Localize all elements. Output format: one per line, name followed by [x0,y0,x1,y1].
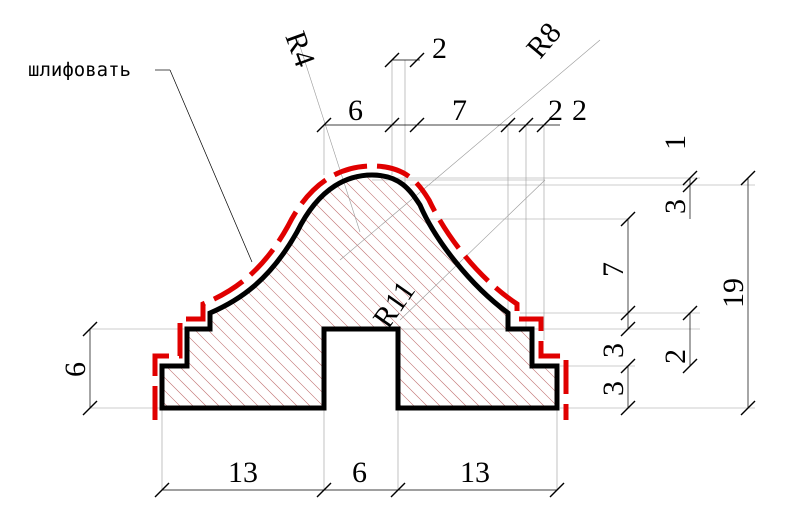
dim-top-2: 2 [432,32,447,65]
hatch-line [558,160,795,420]
part-contour [159,172,560,411]
radius-leaders [297,39,601,321]
radius-r4-label: R4 [278,27,321,71]
dim-top-6: 6 [348,94,363,127]
hatch-line [584,160,795,420]
hatch-line [162,175,273,408]
hatch-line [162,175,182,408]
note-leader [155,69,253,263]
hatch-line [162,175,234,408]
extension-lines [90,60,755,490]
dim-bottom-6: 6 [352,456,367,489]
hatch-line [162,175,247,408]
hatch-line [544,175,557,408]
dim-top-2a: 2 [548,94,563,127]
hatch-line [323,175,557,408]
dim-left-6: 6 [59,362,92,377]
dimension-lines [89,59,749,491]
dim-right-1: 1 [659,135,692,150]
hatch-line [753,160,795,420]
hatch-line [0,160,155,420]
dim-right-3b: 3 [597,343,630,358]
hatch-line [310,175,557,408]
dim-bottom-13a: 13 [228,456,258,489]
hatch-line [0,160,77,420]
dim-right-19: 19 [717,278,750,308]
hatch-line [597,160,795,420]
dim-top-2b: 2 [572,94,587,127]
hatch-line [336,175,557,408]
hatch-line [0,160,64,420]
radius-r8-label: R8 [520,16,568,64]
hatch-line [766,160,795,420]
hatch-line [779,160,795,420]
dim-bottom-13b: 13 [460,456,490,489]
hatch-line [623,160,795,420]
hatch-line [0,160,129,420]
hatch-line [297,175,557,408]
hatch-line [284,175,546,408]
hatch-line [0,160,12,420]
hatch-line [0,160,51,420]
dim-right-7: 7 [597,262,630,277]
hatch-line [162,175,208,408]
hatch-line [162,175,169,408]
grinding-line [152,163,569,420]
hatch-line [571,160,795,420]
hatch-line [0,160,142,420]
dim-right-3a: 3 [659,199,692,214]
hatch-line [162,175,286,408]
dim-top-7: 7 [452,94,467,127]
dim-right-2: 2 [659,349,692,364]
hatch-line [610,160,795,420]
grind-note: шлифовать [28,59,131,81]
radius-r11-label: R11 [367,275,422,334]
dimension-ticks [82,52,756,498]
hatch-line [0,160,90,420]
hatch-line [0,160,103,420]
hatch-line [162,175,221,408]
hatch-line [531,175,557,408]
hatch-line [0,160,25,420]
hatch-line [0,160,116,420]
hatch-line [162,175,260,408]
dim-right-3c: 3 [597,381,630,396]
hatch-line [636,160,795,420]
hatch-line [0,160,38,420]
hatch-line [162,175,195,408]
